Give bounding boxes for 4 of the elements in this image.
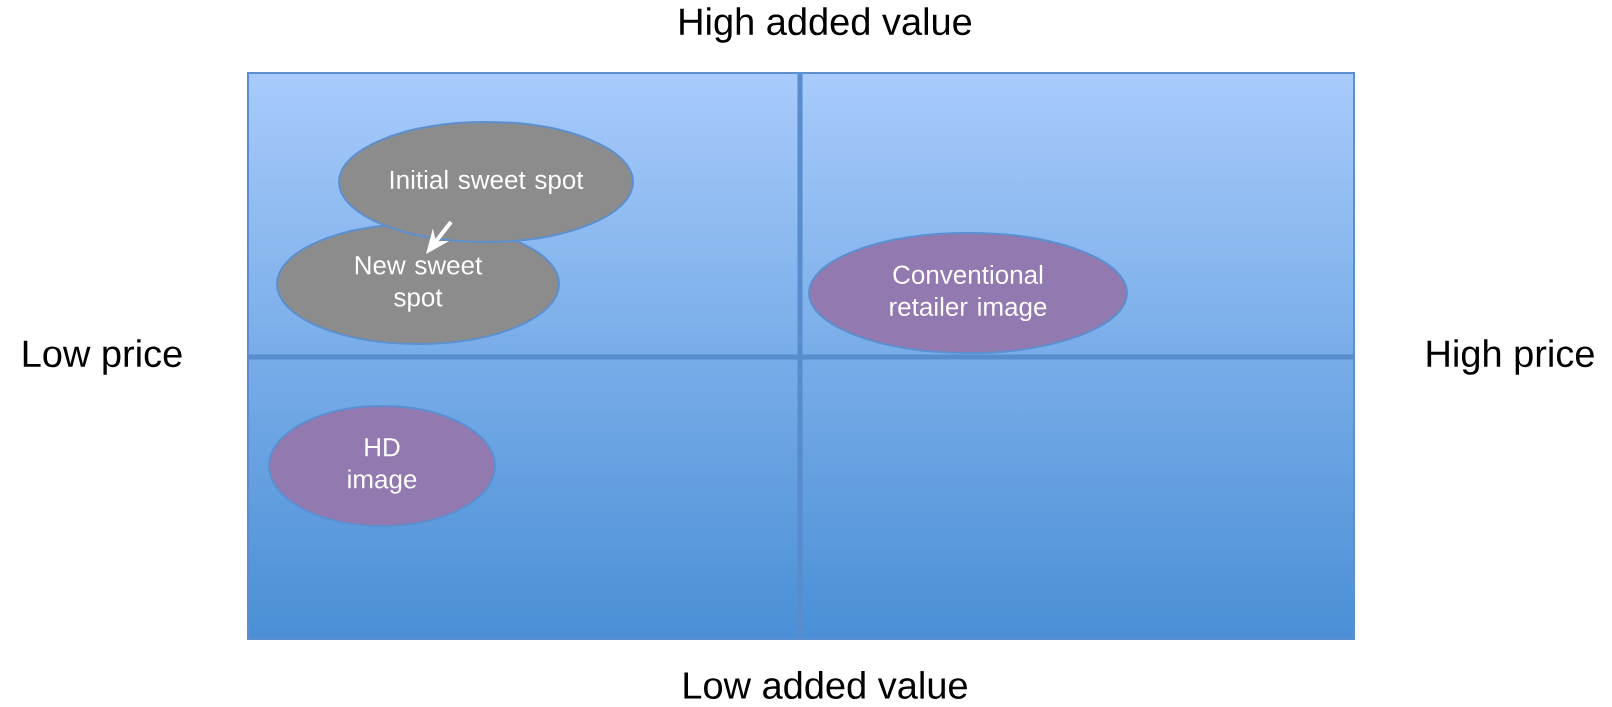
- axis-label: Low price: [23, 339, 182, 375]
- axis-label: Low added value: [684, 671, 967, 699]
- axis-label: High added value: [680, 7, 972, 43]
- axis-label: High price: [1427, 339, 1594, 375]
